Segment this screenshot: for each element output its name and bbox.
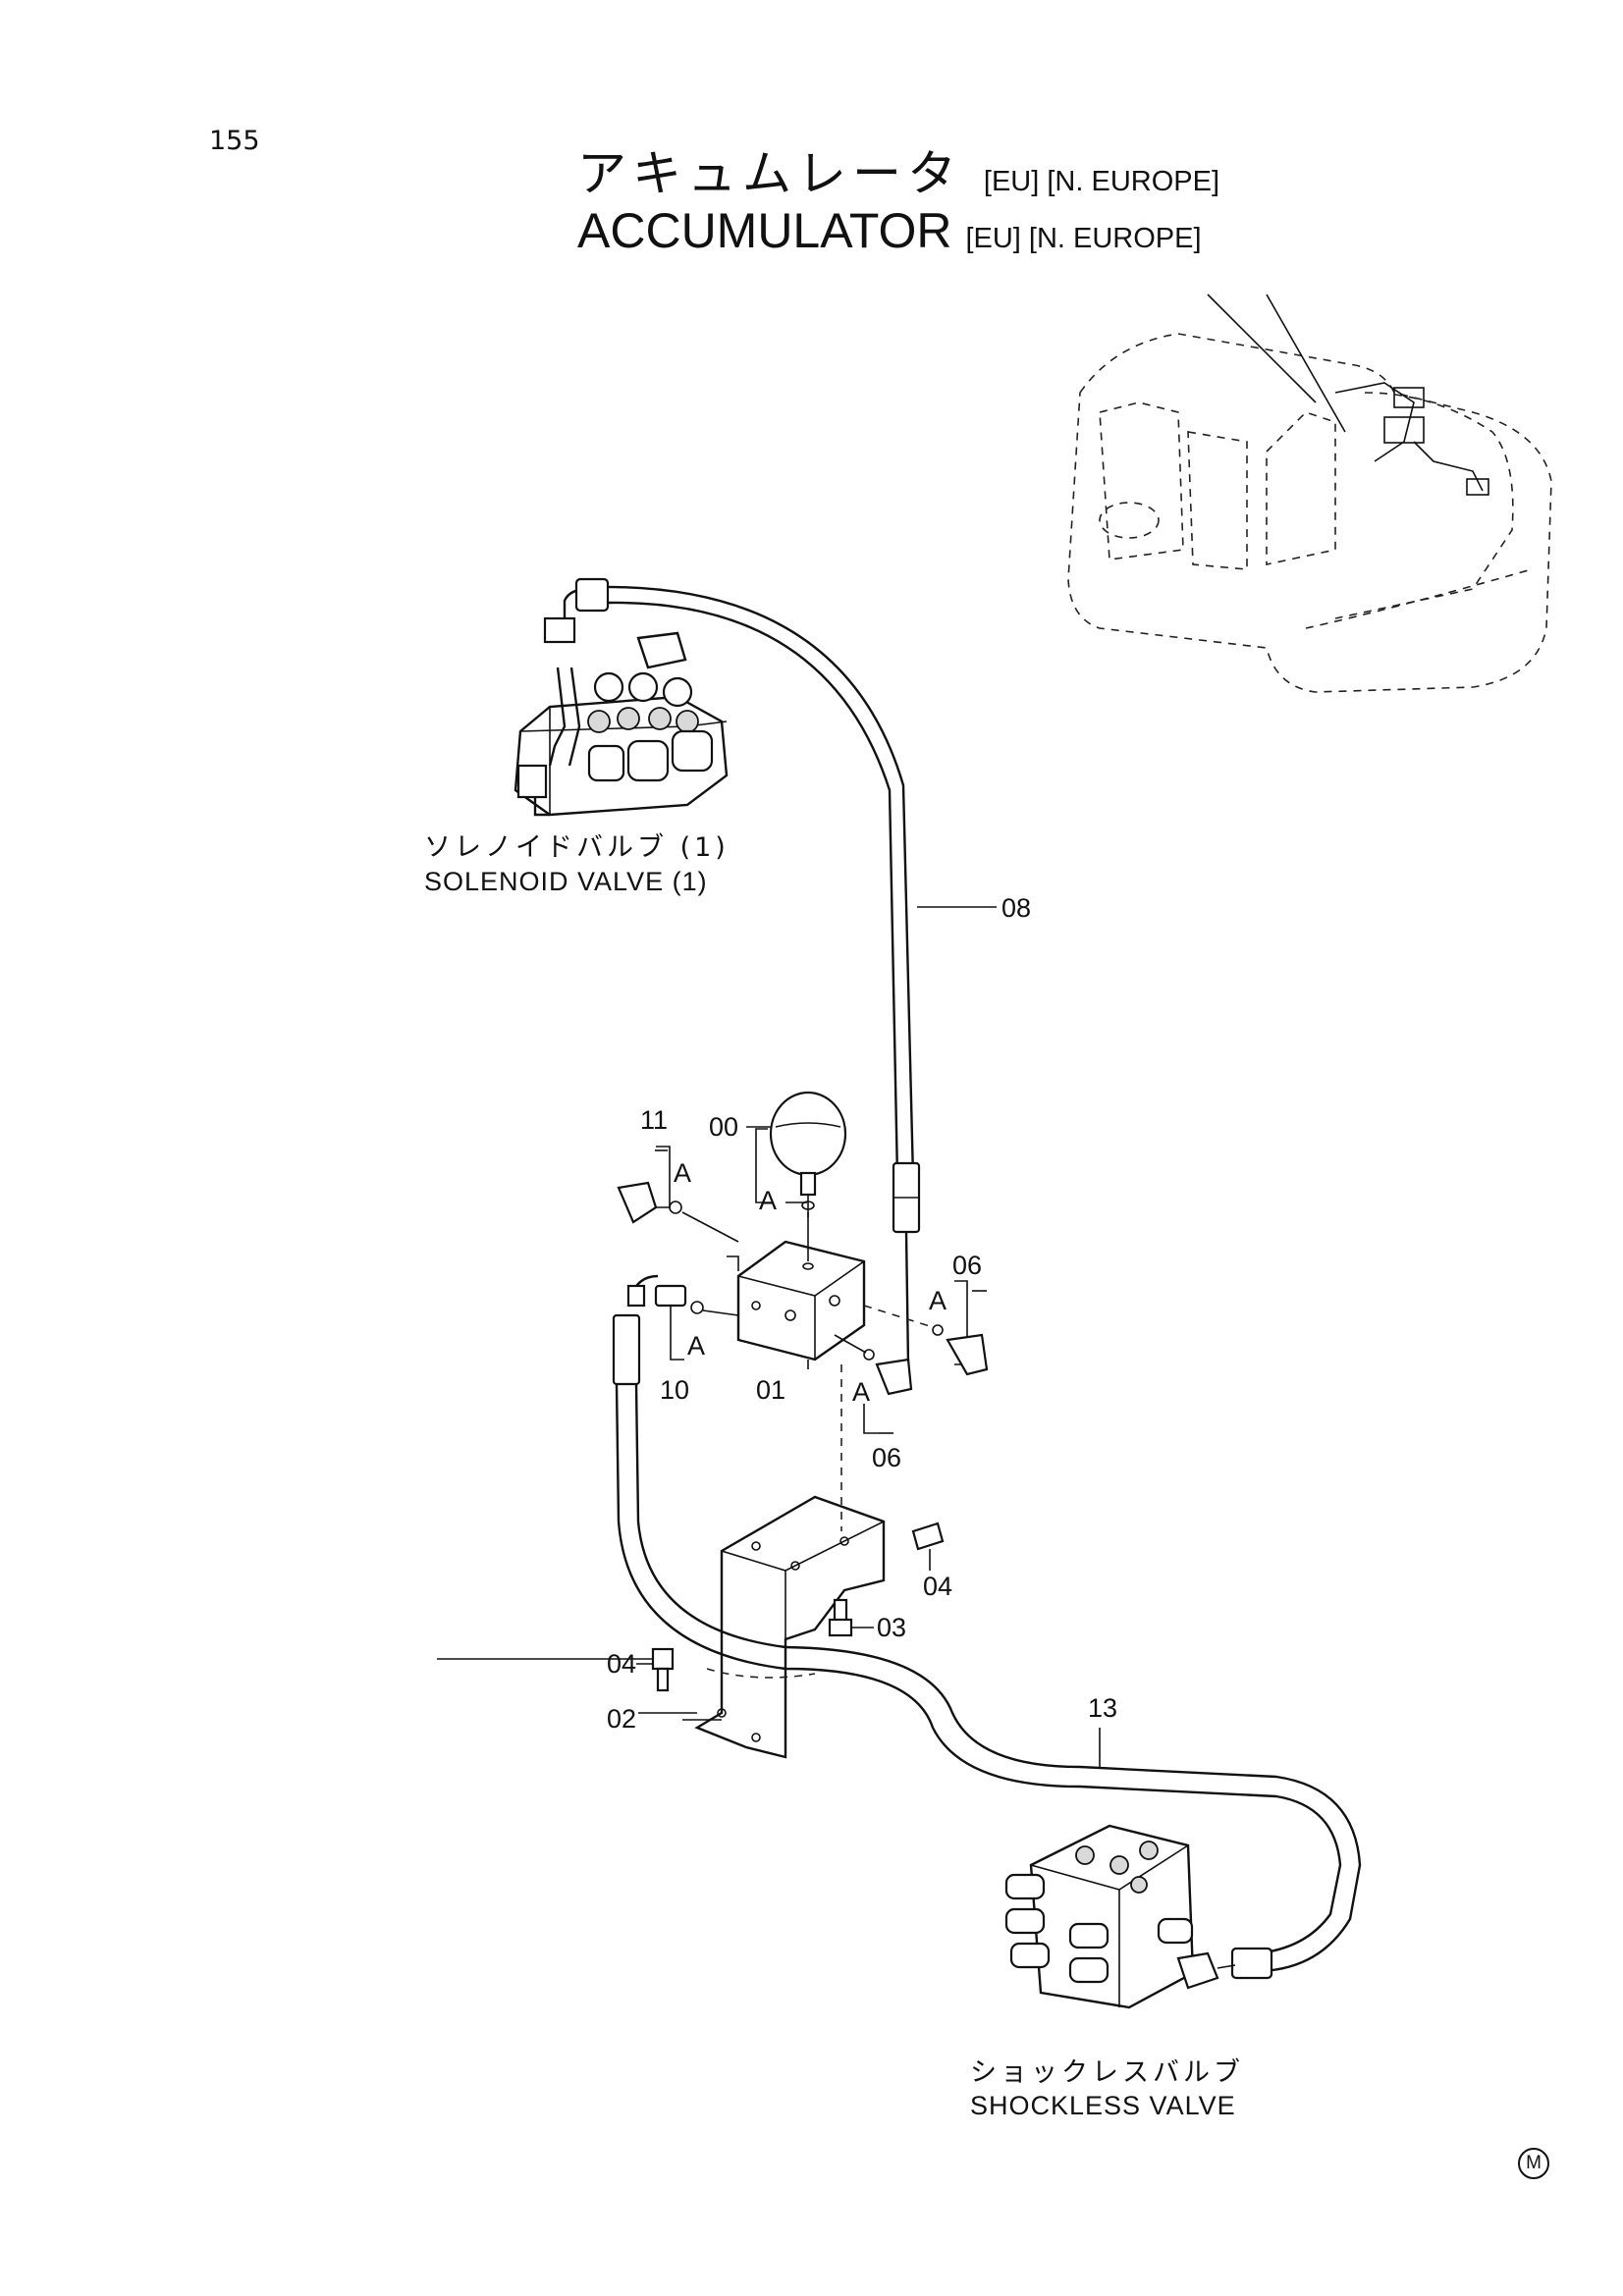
part-label-06-upper: 06	[952, 1251, 983, 1280]
shockless-valve-drawing	[1004, 1824, 1236, 2009]
title-en-text: ACCUMULATOR	[577, 203, 952, 258]
part-label-08: 08	[1001, 893, 1032, 923]
excavator-overview	[1067, 294, 1552, 693]
detail-marker-a-1: A	[674, 1158, 692, 1188]
accumulator-00	[755, 1091, 847, 1261]
fitting-06-upper	[863, 1280, 989, 1376]
part-label-06-lower: 06	[872, 1443, 902, 1472]
title-japanese: アキュムレータ [EU] [N. EUROPE]	[577, 149, 1219, 198]
hose-13	[612, 1313, 1362, 1980]
detail-marker-a-2: A	[759, 1186, 778, 1215]
part-label-10: 10	[660, 1375, 690, 1405]
leader-lines	[437, 1126, 987, 1721]
detail-marker-a-5: A	[852, 1377, 871, 1407]
fitting-06-lower	[834, 1334, 913, 1434]
part-label-04-right: 04	[923, 1572, 953, 1601]
solenoid-valve-drawing	[514, 587, 729, 817]
page-number: 155	[209, 126, 260, 156]
detail-marker-a-4: A	[687, 1331, 706, 1361]
hose-08	[574, 577, 997, 1375]
shockless-valve-label-jp: ショックレスバルブ	[970, 2057, 1244, 2088]
part-label-00: 00	[709, 1112, 739, 1142]
part-label-04-left: 04	[607, 1649, 637, 1679]
title-en-tags: [EU] [N. EUROPE]	[965, 223, 1202, 254]
bolt-03	[828, 1598, 874, 1637]
bracket-02	[694, 1495, 886, 1759]
part-label-11: 11	[640, 1105, 669, 1135]
part-label-03: 03	[877, 1613, 907, 1642]
block-01	[736, 1240, 866, 1531]
title-jp-tags: [EU] [N. EUROPE]	[983, 166, 1220, 197]
shockless-valve-label-en: SHOCKLESS VALVE	[970, 2091, 1236, 2120]
solenoid-valve-label-jp: ソレノイドバルブ (1)	[424, 832, 730, 863]
fitting-10	[626, 1274, 739, 1361]
title-english: ACCUMULATOR [EU] [N. EUROPE]	[577, 206, 1202, 255]
part-label-02: 02	[607, 1704, 637, 1734]
bolt-04-right	[911, 1522, 945, 1571]
corner-mark: M	[1518, 2148, 1549, 2179]
part-label-13: 13	[1088, 1693, 1118, 1723]
solenoid-valve-label-en: SOLENOID VALVE (1)	[424, 867, 708, 896]
fitting-11	[617, 1146, 739, 1271]
title-jp-text: アキュムレータ	[577, 145, 962, 202]
bolt-04-left	[636, 1647, 675, 1692]
part-label-01: 01	[756, 1375, 786, 1405]
detail-marker-a-3: A	[929, 1286, 947, 1315]
